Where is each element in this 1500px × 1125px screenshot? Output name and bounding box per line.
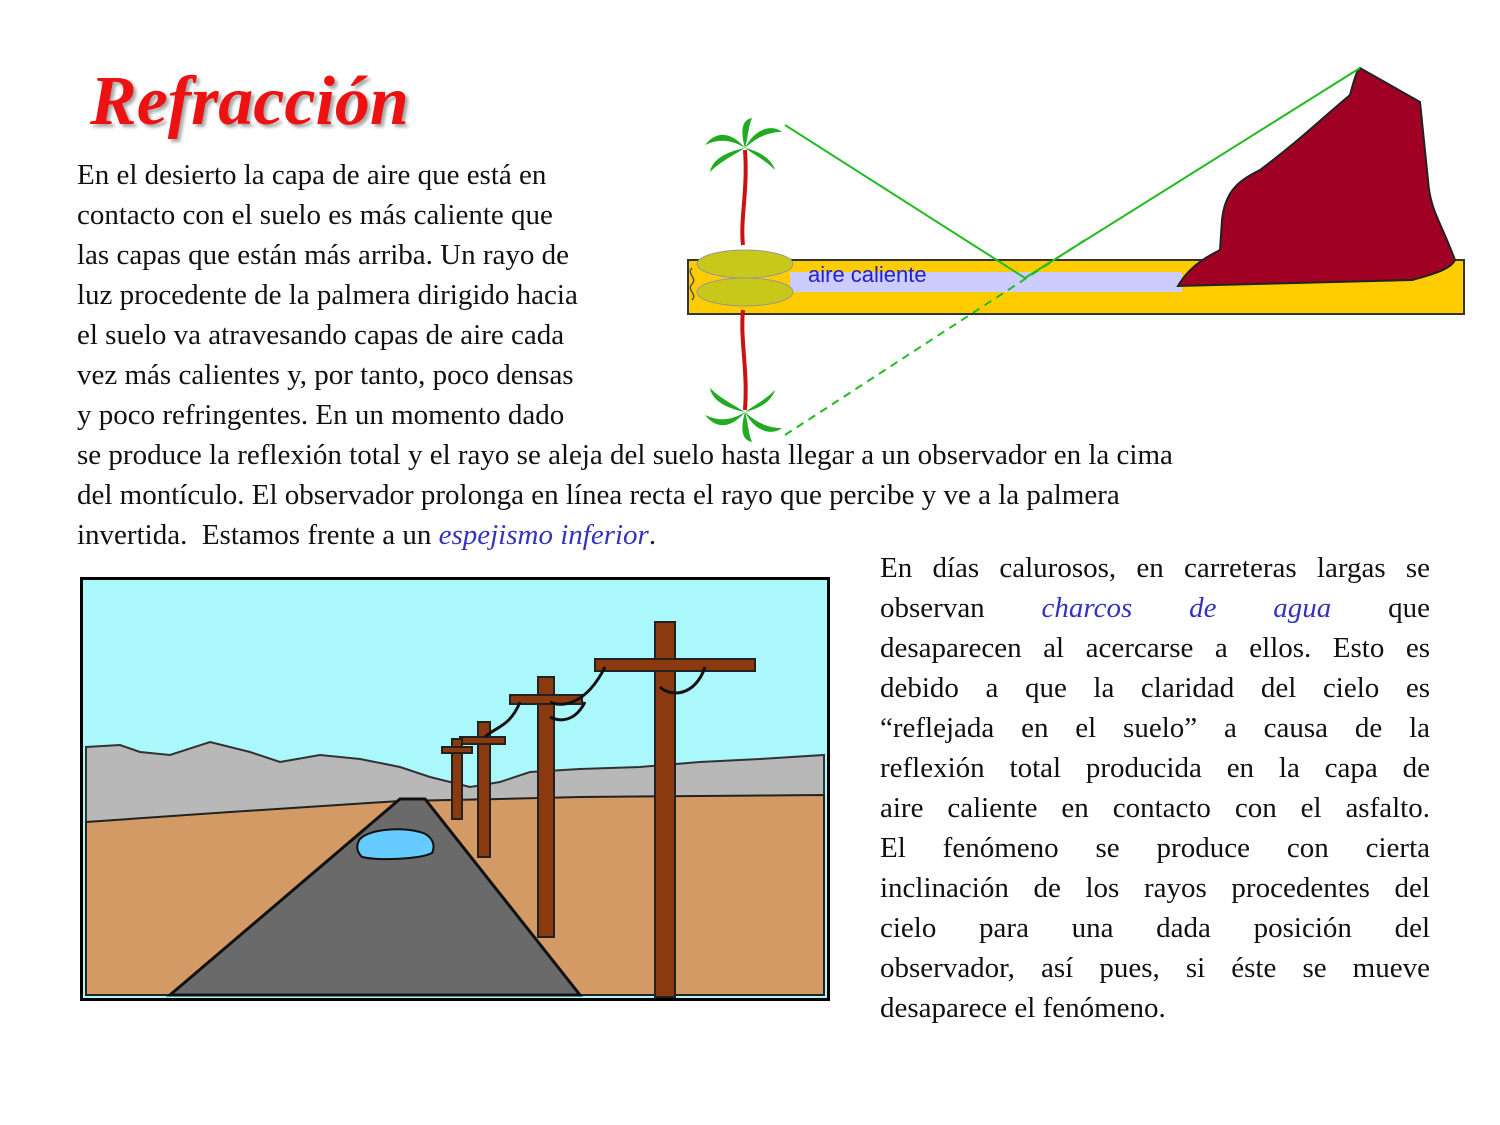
text-fragment: observan <box>880 592 985 624</box>
mirage-distortion <box>689 249 794 307</box>
puddle <box>356 828 435 861</box>
text-line: desaparece el fenómeno. <box>880 992 1166 1024</box>
text-fragment: invertida. Estamos frente a un <box>77 519 439 551</box>
road-surface <box>165 797 584 997</box>
term-water-puddles: charcos de agua <box>1041 592 1332 624</box>
term-inferior-mirage: espejismo inferior <box>438 519 649 551</box>
mirage-diagram: aire caliente <box>687 66 1465 442</box>
hot-air-layer <box>790 272 1182 292</box>
text-fragment: . <box>648 519 657 551</box>
text-line: y poco refringentes. En un momento dado <box>77 399 565 431</box>
text-line: En días calurosos, en carreteras largas … <box>880 552 1430 584</box>
utility-poles <box>441 621 756 998</box>
text-line: vez más calientes y, por tanto, poco den… <box>77 359 574 391</box>
text-line-last: invertida. Estamos frente a un espejismo… <box>77 515 677 555</box>
text-line: observador, así pues, si éste se mueve <box>880 952 1430 984</box>
light-ray <box>784 124 1026 279</box>
page-title: Refracción <box>90 63 409 140</box>
text-line: En el desierto la capa de aire que está … <box>77 159 547 191</box>
text-fragment: que <box>1388 592 1430 624</box>
virtual-ray <box>784 239 1086 436</box>
text-line: se produce la reflexión total y el rayo … <box>77 439 1173 471</box>
power-lines <box>483 666 707 739</box>
text-line: observan charcos de agua que <box>880 588 1430 628</box>
text-line: del montículo. El observador prolonga en… <box>77 479 1120 511</box>
hot-air-label: aire caliente <box>808 262 927 287</box>
text-line: reflexión total producida en la capa de <box>880 752 1430 784</box>
text-line: El fenómeno se produce con cierta <box>880 832 1430 864</box>
text-line: luz procedente de la palmera dirigido ha… <box>77 279 578 311</box>
text-line: aire caliente en contacto con el asfalto… <box>880 792 1430 824</box>
road-mirage-illustration <box>80 577 830 1001</box>
text-line: “reflejada en el suelo” a causa de la <box>880 712 1430 744</box>
text-line: cielo para una dada posición del <box>880 912 1430 944</box>
inverted-palm-tree <box>705 309 782 442</box>
text-line: el suelo va atravesando capas de aire ca… <box>77 319 565 351</box>
road-paragraph: En días calurosos, en carreteras largas … <box>880 548 1430 1028</box>
mound <box>1176 66 1457 288</box>
text-line: inclinación de los rayos procedentes del <box>880 872 1430 904</box>
text-line: contacto con el suelo es más caliente qu… <box>77 199 553 231</box>
text-line: las capas que están más arriba. Un rayo … <box>77 239 569 271</box>
text-line: debido a que la claridad del cielo es <box>880 672 1430 704</box>
desert-paragraph: En el desierto la capa de aire que está … <box>77 155 1173 555</box>
text-line: desaparecen al acercarse a ellos. Esto e… <box>880 632 1430 664</box>
palm-tree <box>705 118 782 246</box>
